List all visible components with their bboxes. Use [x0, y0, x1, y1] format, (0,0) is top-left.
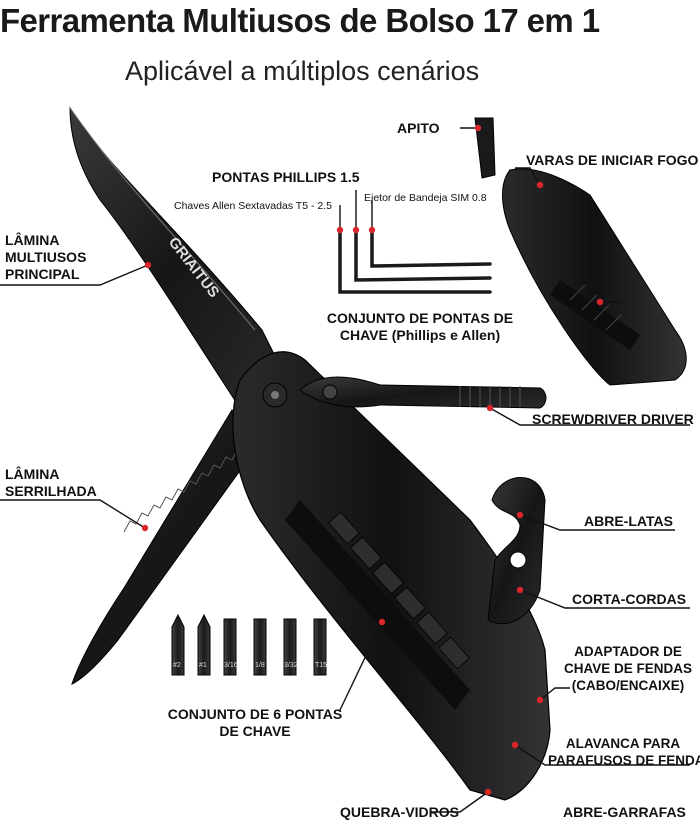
- screwdriver-driver-arm: [299, 376, 547, 409]
- label-glass-breaker: QUEBRA-VIDROS: [340, 804, 460, 820]
- svg-text:#2: #2: [173, 662, 181, 669]
- leader-lines: [0, 127, 690, 813]
- page-title: Ferramenta Multiusos de Bolso 17 em 1: [0, 2, 600, 39]
- label-sim-ejector: Ejetor de Bandeja SIM 0.8: [364, 192, 487, 204]
- handle-body: [232, 351, 551, 801]
- label-phillips-bits: PONTAS PHILLIPS 1.5: [212, 169, 360, 185]
- label-screwdriver-adapter: ADAPTADOR DE CHAVE DE FENDAS (CABO/ENCAI…: [563, 644, 692, 693]
- svg-text:1/8: 1/8: [255, 662, 265, 669]
- page-subtitle: Aplicável a múltiplos cenários: [125, 56, 480, 86]
- svg-text:3/16: 3/16: [224, 662, 238, 669]
- label-fire-starter: VARAS DE INICIAR FOGO: [526, 152, 699, 168]
- svg-text:3/32: 3/32: [284, 662, 298, 669]
- label-bit-key-set: CONJUNTO DE PONTAS DE CHAVE (Phillips e …: [326, 310, 514, 343]
- label-allen-keys: Chaves Allen Sextavadas T5 - 2.5: [174, 200, 332, 212]
- bit-set: #2 #1 3/16 1/8 3/32 T15: [171, 613, 327, 676]
- callout-markers: [141, 124, 604, 796]
- label-can-opener: ABRE-LATAS: [584, 513, 673, 529]
- allen-keys: [338, 230, 492, 294]
- svg-text:T15: T15: [315, 662, 327, 669]
- secondary-tool: [474, 117, 687, 386]
- svg-text:#1: #1: [199, 662, 207, 669]
- label-six-bit-set: CONJUNTO DE 6 PONTAS DE CHAVE: [167, 706, 343, 739]
- label-rope-cutter: CORTA-CORDAS: [572, 591, 687, 607]
- label-pry-bar: ALAVANCA PARA PARAFUSOS DE FENDA: [548, 736, 700, 768]
- label-serrated-blade: LÂMINA SERRILHADA: [5, 466, 97, 499]
- can-opener-tool: [487, 477, 546, 625]
- main-blade: GRIAITUS: [69, 106, 287, 409]
- label-main-blade: LÂMINA MULTIUSOS PRINCIPAL: [5, 232, 87, 282]
- label-bottle-opener: ABRE-GARRAFAS: [563, 804, 686, 820]
- label-screwdriver-driver: SCREWDRIVER DRIVER: [532, 411, 694, 427]
- label-whistle: APITO: [397, 120, 440, 136]
